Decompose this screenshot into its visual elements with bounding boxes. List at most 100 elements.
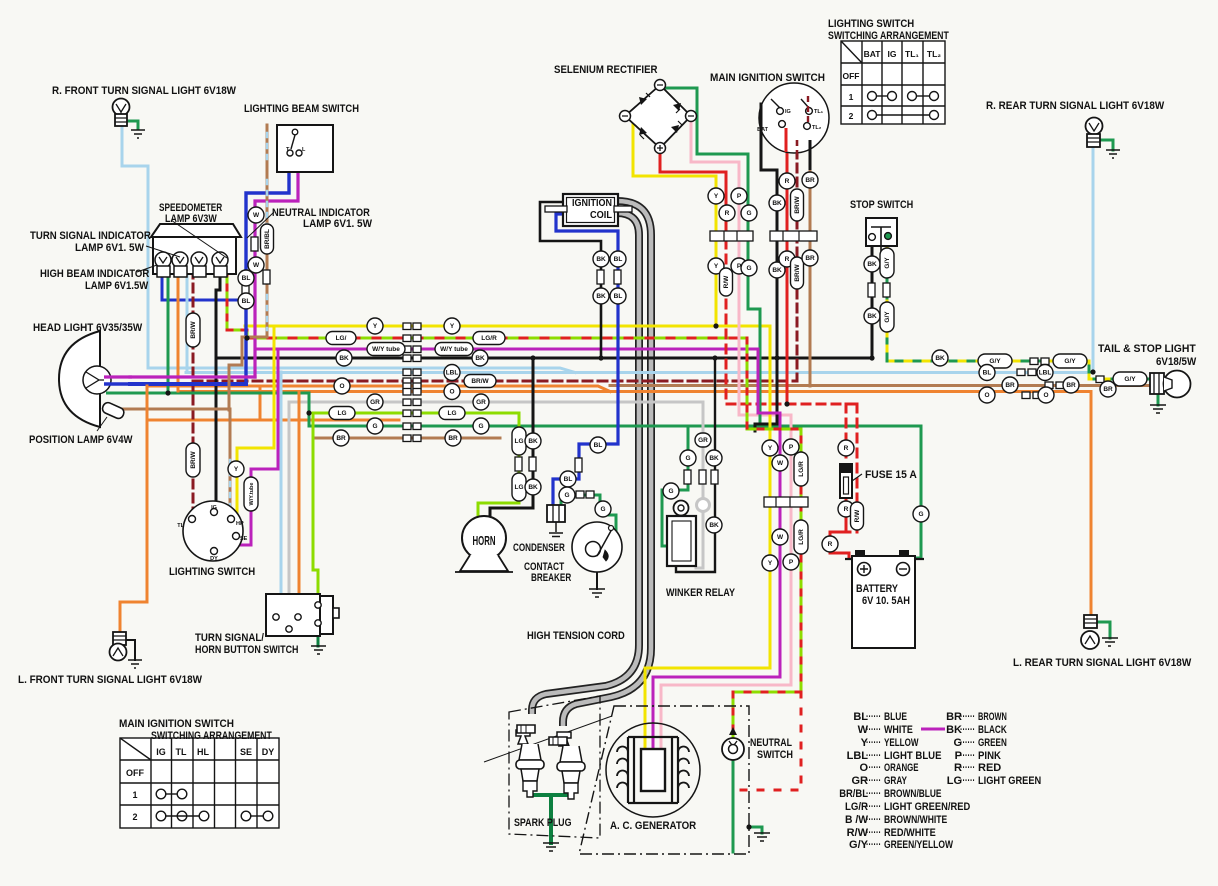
svg-text:L. FRONT TURN SIGNAL LIGHT 6V1: L. FRONT TURN SIGNAL LIGHT 6V18W bbox=[18, 674, 203, 686]
svg-text:DY: DY bbox=[262, 747, 275, 757]
svg-text:O: O bbox=[1043, 392, 1048, 399]
svg-text:GR: GR bbox=[698, 437, 708, 444]
svg-text:BREAKER: BREAKER bbox=[531, 572, 571, 584]
svg-text:R. FRONT TURN SIGNAL LIGHT 6V1: R. FRONT TURN SIGNAL LIGHT 6V18W bbox=[52, 85, 237, 97]
svg-text:G/Y: G/Y bbox=[884, 311, 891, 323]
svg-text:HL: HL bbox=[197, 747, 209, 757]
svg-text:2: 2 bbox=[849, 111, 854, 121]
svg-text:······: ······ bbox=[866, 839, 881, 851]
svg-text:IG: IG bbox=[888, 49, 897, 59]
svg-text:······: ······ bbox=[866, 737, 881, 749]
svg-text:LG/: LG/ bbox=[336, 335, 347, 342]
svg-text:G: G bbox=[564, 492, 569, 499]
svg-text:IG: IG bbox=[785, 109, 791, 115]
svg-text:W: W bbox=[777, 460, 784, 467]
svg-text:BK: BK bbox=[596, 256, 606, 263]
svg-text:RED/WHITE: RED/WHITE bbox=[884, 827, 936, 839]
svg-text:BAT: BAT bbox=[757, 127, 769, 133]
svg-text:BL: BL bbox=[614, 293, 623, 300]
svg-text:BK: BK bbox=[339, 355, 349, 362]
svg-text:B /W: B /W bbox=[845, 814, 869, 826]
svg-text:BROWN/WHITE: BROWN/WHITE bbox=[884, 814, 947, 826]
svg-text:G/Y: G/Y bbox=[989, 358, 1001, 365]
svg-text:TURN SIGNAL/: TURN SIGNAL/ bbox=[195, 632, 264, 644]
svg-text:P: P bbox=[789, 559, 794, 566]
svg-text:LG/R: LG/R bbox=[845, 801, 868, 813]
svg-text:······: ······ bbox=[866, 801, 881, 813]
svg-text:G: G bbox=[685, 455, 690, 462]
svg-text:BK: BK bbox=[867, 261, 877, 268]
svg-text:HEAD LIGHT 6V35/35W: HEAD LIGHT 6V35/35W bbox=[33, 322, 143, 334]
svg-text:LAMP 6V1. 5W: LAMP 6V1. 5W bbox=[303, 218, 373, 230]
svg-text:BL: BL bbox=[614, 256, 623, 263]
svg-text:CONTACT: CONTACT bbox=[524, 561, 564, 573]
svg-text:STOP SWITCH: STOP SWITCH bbox=[850, 199, 913, 211]
svg-text:······: ······ bbox=[960, 775, 975, 787]
svg-text:Y: Y bbox=[714, 263, 719, 270]
svg-text:TL₁: TL₁ bbox=[905, 49, 919, 59]
svg-text:BL: BL bbox=[853, 711, 868, 723]
svg-text:BR: BR bbox=[1066, 382, 1076, 389]
svg-text:L. REAR TURN SIGNAL LIGHT 6V18: L. REAR TURN SIGNAL LIGHT 6V18W bbox=[1013, 657, 1192, 669]
svg-text:BL: BL bbox=[594, 442, 603, 449]
svg-text:T: T bbox=[286, 147, 290, 153]
svg-text:G/Y: G/Y bbox=[849, 839, 869, 851]
svg-text:R: R bbox=[844, 506, 849, 513]
svg-text:······: ······ bbox=[866, 788, 881, 800]
svg-text:OFF: OFF bbox=[843, 71, 860, 81]
svg-text:······: ······ bbox=[866, 762, 881, 774]
svg-text:GREEN: GREEN bbox=[978, 737, 1007, 749]
svg-text:LBL: LBL bbox=[446, 370, 459, 377]
svg-text:Y: Y bbox=[861, 737, 869, 749]
svg-text:IG: IG bbox=[156, 747, 166, 757]
svg-text:SE: SE bbox=[240, 747, 252, 757]
svg-text:R: R bbox=[785, 178, 790, 185]
svg-text:IGNITION: IGNITION bbox=[572, 197, 612, 209]
svg-text:BK: BK bbox=[709, 455, 719, 462]
svg-text:LAMP 6V1.5W: LAMP 6V1.5W bbox=[85, 280, 149, 292]
svg-text:FUSE 15 A: FUSE 15 A bbox=[865, 469, 917, 481]
svg-text:LG: LG bbox=[514, 484, 523, 491]
svg-text:LIGHTING SWITCH: LIGHTING SWITCH bbox=[169, 566, 255, 578]
svg-text:Y: Y bbox=[714, 193, 719, 200]
svg-text:BK: BK bbox=[596, 293, 606, 300]
svg-text:W: W bbox=[253, 212, 260, 219]
svg-text:O: O bbox=[449, 389, 454, 396]
svg-text:Y: Y bbox=[768, 445, 773, 452]
svg-text:P: P bbox=[955, 750, 962, 762]
svg-text:LAMP 6V3W: LAMP 6V3W bbox=[165, 213, 217, 225]
svg-text:BK: BK bbox=[946, 724, 962, 736]
svg-text:ORANGE: ORANGE bbox=[884, 762, 919, 774]
svg-text:······: ······ bbox=[866, 775, 881, 787]
svg-text:GR: GR bbox=[852, 775, 869, 787]
svg-text:W: W bbox=[777, 534, 784, 541]
svg-text:O: O bbox=[859, 762, 868, 774]
svg-text:HORN: HORN bbox=[473, 533, 496, 548]
svg-text:······: ······ bbox=[960, 724, 975, 736]
svg-text:LG: LG bbox=[337, 410, 346, 417]
svg-text:BR/W: BR/W bbox=[190, 450, 197, 468]
svg-text:LIGHTING BEAM SWITCH: LIGHTING BEAM SWITCH bbox=[244, 103, 359, 115]
svg-text:WINKER RELAY: WINKER RELAY bbox=[666, 587, 736, 599]
svg-text:SELENIUM RECTIFIER: SELENIUM RECTIFIER bbox=[554, 64, 658, 76]
svg-text:BR: BR bbox=[1103, 386, 1113, 393]
svg-text:BR/W: BR/W bbox=[794, 263, 801, 281]
svg-text:LG/R: LG/R bbox=[798, 529, 805, 545]
svg-text:GR: GR bbox=[370, 399, 380, 406]
svg-text:GR: GR bbox=[476, 399, 486, 406]
svg-text:TAIL & STOP LIGHT: TAIL & STOP LIGHT bbox=[1098, 343, 1196, 355]
svg-text:BL: BL bbox=[983, 370, 992, 377]
svg-text:GREEN/YELLOW: GREEN/YELLOW bbox=[884, 839, 953, 851]
svg-text:BK: BK bbox=[528, 438, 538, 445]
svg-text:POSITION LAMP 6V4W: POSITION LAMP 6V4W bbox=[29, 434, 133, 446]
svg-text:PINK: PINK bbox=[978, 750, 1001, 762]
svg-text:BR: BR bbox=[1005, 382, 1015, 389]
svg-text:WHITE: WHITE bbox=[884, 724, 913, 736]
svg-text:······: ······ bbox=[960, 762, 975, 774]
svg-text:G/Y: G/Y bbox=[1124, 376, 1136, 383]
svg-text:······: ······ bbox=[960, 711, 975, 723]
svg-text:······: ······ bbox=[866, 711, 881, 723]
svg-text:1: 1 bbox=[849, 92, 854, 102]
svg-text:MAIN IGNITION SWITCH: MAIN IGNITION SWITCH bbox=[119, 718, 234, 730]
svg-text:W/Y tube: W/Y tube bbox=[440, 346, 468, 353]
